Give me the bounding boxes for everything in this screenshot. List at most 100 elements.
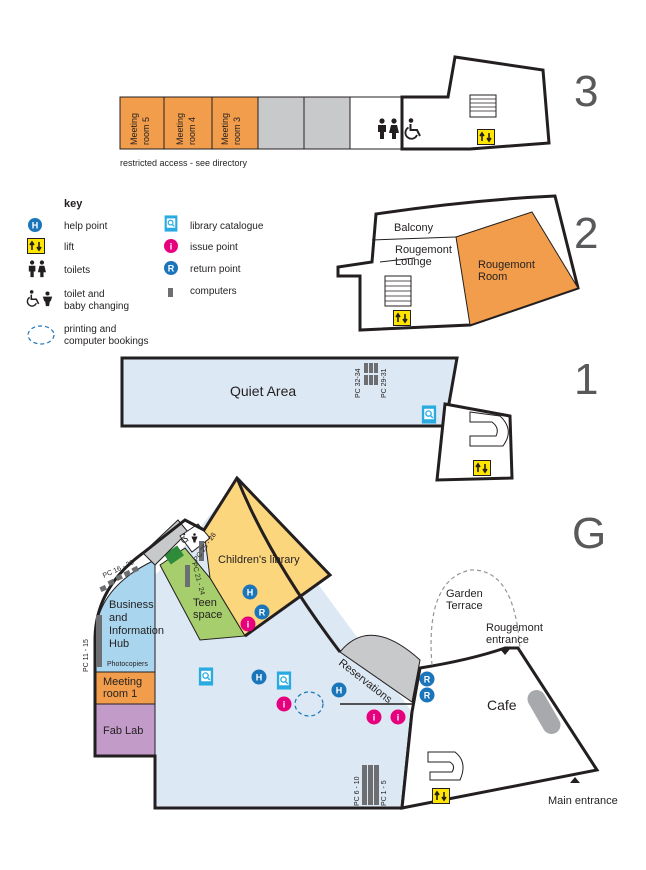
floor-2-number: 2 (574, 209, 598, 258)
lift-icon (393, 310, 411, 326)
meeting-room-5[interactable] (119, 96, 165, 150)
rougemont-room-line-2: Room (478, 271, 507, 283)
balcony-label: Balcony (394, 222, 434, 234)
restricted-access-note: restricted access - see directory (120, 158, 248, 168)
return-point-letter: R (259, 608, 266, 618)
return-point[interactable]: R (254, 604, 270, 620)
floor-3: 3 Meeting room 5 Meeting room 4 Meeting … (119, 55, 598, 168)
floor-3-grey-room-b (303, 96, 351, 150)
floor-1: 1 Quiet Area PC 32-34 PC 29-31 (120, 355, 598, 482)
key-computers: computers (190, 286, 237, 297)
map-key: key H help point lift toilets toilet and… (26, 198, 264, 347)
garden-terrace[interactable] (430, 569, 521, 666)
reservations-area[interactable] (339, 634, 421, 703)
business-hub-line-1: Business (109, 599, 154, 611)
floor-1-number: 1 (574, 355, 598, 404)
help-point-letter: H (32, 221, 39, 231)
key-issue-point: issue point (190, 242, 238, 253)
key-title: key (64, 198, 83, 210)
meeting-room-4[interactable] (163, 96, 213, 150)
cafe-label: Cafe (487, 697, 517, 713)
main-entrance-arrow (570, 777, 580, 783)
floor-2: 2 Balcony Rougemont Lounge Rougemont Roo… (336, 194, 598, 332)
library-catalogue-icon[interactable] (276, 671, 292, 690)
help-point-letter: H (247, 588, 254, 598)
business-hub-line-4: Hub (109, 638, 129, 650)
accessible-toilet-icon (26, 290, 40, 307)
floor-g: G (83, 475, 618, 810)
meeting-room-3[interactable] (211, 96, 259, 150)
issue-point[interactable]: i (276, 696, 292, 712)
key-lift: lift (64, 242, 74, 253)
help-point[interactable]: H (251, 669, 267, 685)
teen-space-green-block (164, 545, 184, 565)
key-printing-line-2: computer bookings (64, 336, 149, 347)
baby-changing-icon (42, 291, 53, 307)
key-library-catalogue: library catalogue (190, 221, 264, 232)
floor-1-spiral-stairs (469, 411, 509, 447)
rougemont-entrance-line-2: entrance (486, 634, 529, 646)
library-catalogue-icon[interactable] (421, 405, 437, 424)
garden-terrace-line-1: Garden (446, 588, 483, 600)
issue-point[interactable]: i (366, 709, 382, 725)
return-point-letter: R (424, 691, 431, 701)
business-hub-line-3: Information (109, 625, 164, 637)
fab-lab-label: Fab Lab (103, 725, 143, 737)
issue-point-icon (164, 239, 178, 253)
cafe-counter (527, 690, 561, 734)
cafe[interactable] (400, 646, 600, 810)
library-catalogue-icon (164, 215, 178, 232)
meeting-room-3-line-1: Meeting (220, 113, 230, 145)
pc-6-10-label: PC 6 - 10 (354, 776, 361, 806)
meeting-room-4-line-1: Meeting (175, 113, 185, 145)
lift-icon (477, 129, 495, 145)
fab-lab[interactable] (94, 703, 156, 757)
meeting-room-1-line-2: room 1 (103, 688, 137, 700)
return-point-letter: R (168, 264, 175, 274)
key-toilets: toilets (64, 265, 90, 276)
garden-terrace-line-2: Terrace (446, 600, 483, 612)
issue-point[interactable]: i (240, 616, 256, 632)
lift-icon (27, 238, 45, 254)
rougemont-room-line-1: Rougemont (478, 259, 535, 271)
lift-icon (432, 788, 450, 804)
meeting-room-1-line-1: Meeting (103, 676, 142, 688)
pc-1-5-label: PC 1 - 5 (381, 780, 388, 806)
rougemont-room[interactable] (455, 211, 579, 326)
return-point[interactable]: R (419, 687, 435, 703)
floor-3-grey-room-a (257, 96, 305, 150)
printing-area-icon (27, 325, 55, 345)
rougemont-entrance-line-1: Rougemont (486, 622, 543, 634)
return-point[interactable]: R (419, 671, 435, 687)
pc-29-31-label: PC 29-31 (381, 368, 388, 398)
key-toilet-baby-line-1: toilet and (64, 289, 105, 300)
pc-11-15-label: PC 11 - 15 (83, 639, 90, 672)
rougemont-lounge-line-1: Rougemont (395, 244, 452, 256)
key-help-point: help point (64, 221, 108, 232)
teen-space-line-2: space (193, 609, 222, 621)
key-printing-line-1: printing and (64, 324, 116, 335)
return-point-letter: R (424, 675, 431, 685)
childrens-library-label: Children's library (218, 554, 300, 566)
computers-icon (168, 288, 173, 297)
teen-space-line-1: Teen (193, 597, 217, 609)
help-point[interactable]: H (242, 584, 258, 600)
library-catalogue-icon[interactable] (198, 667, 214, 686)
photocopiers-label: Photocopiers (107, 661, 148, 668)
rougemont-entrance-arrow (500, 649, 510, 655)
issue-point-letter: i (170, 242, 173, 252)
meeting-room-5-line-1: Meeting (129, 113, 139, 145)
business-hub-line-2: and (109, 612, 127, 624)
floor-g-number: G (572, 509, 606, 558)
printing-area[interactable] (294, 691, 324, 717)
toilets-icon (28, 260, 46, 278)
issue-point-letter: i (247, 620, 250, 630)
meeting-room-4-line-2: room 4 (187, 117, 197, 145)
pc-32-34-label: PC 32-34 (355, 368, 362, 398)
issue-point-letter: i (373, 713, 376, 723)
issue-point[interactable]: i (390, 709, 406, 725)
help-point-letter: H (336, 686, 343, 696)
return-point-icon (164, 261, 178, 275)
help-point[interactable]: H (331, 682, 347, 698)
